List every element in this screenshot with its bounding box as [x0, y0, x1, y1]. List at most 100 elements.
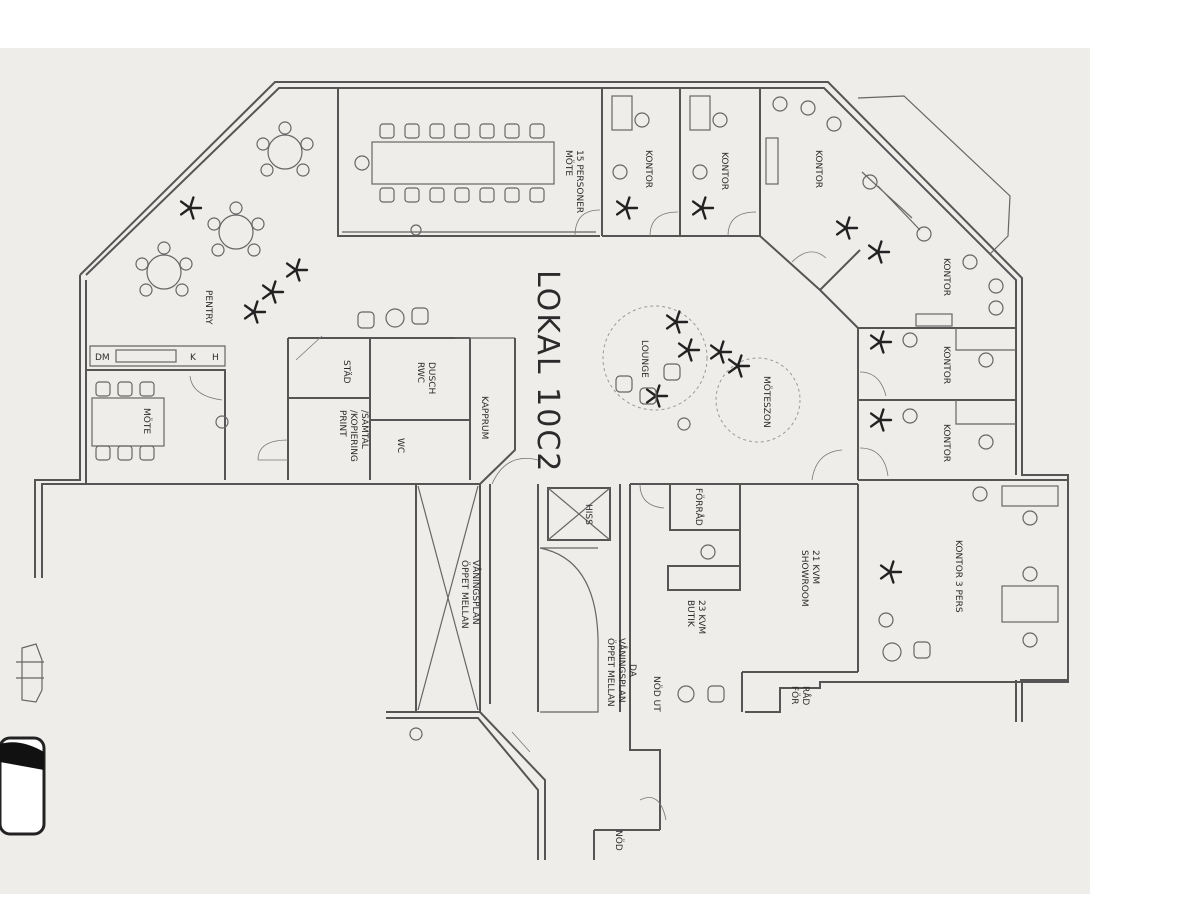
chair: [157, 241, 171, 255]
plan-background: [0, 48, 1090, 894]
chair: [296, 163, 310, 177]
chair: [139, 283, 153, 297]
room-label-oppet-2: ÖPPET MELLAN VÅNINGSPLAN: [605, 638, 628, 709]
room-label-kontor-5: KONTOR: [941, 346, 951, 384]
room-label-forrad-1: FÖRRÅD: [693, 488, 705, 526]
plant-icon: [879, 560, 903, 584]
seat: [615, 375, 633, 393]
round-table: [267, 134, 303, 170]
chair: [429, 123, 445, 139]
room-label-mote-15: MÖTE 15 PERSONER: [563, 150, 584, 213]
chair: [278, 121, 292, 135]
furniture: [91, 95, 1059, 741]
seat: [663, 363, 681, 381]
seat: [411, 307, 429, 325]
chair: [800, 100, 816, 116]
seat: [639, 387, 657, 405]
site-sketch: [0, 643, 46, 836]
chair: [117, 381, 133, 397]
room-label-pentry: PENTRY: [203, 290, 213, 325]
chair: [634, 112, 650, 128]
plant-icon: [261, 280, 285, 304]
chair: [454, 187, 470, 203]
plan-title: LOKAL 10C2: [530, 270, 565, 473]
room-label-moteszon: MÖTESZON: [761, 376, 772, 428]
chair: [700, 544, 716, 560]
plant-icon: [869, 330, 893, 354]
chair: [379, 187, 395, 203]
round-table: [146, 254, 182, 290]
chair: [1022, 632, 1038, 648]
room-label-mote: MÖTE: [141, 408, 152, 434]
room-label-kontor-4: KONTOR: [941, 258, 951, 296]
plant-icon: [615, 196, 639, 220]
chair: [529, 123, 545, 139]
room-label-forrad-2: FÖR RÅD: [789, 686, 812, 707]
chair: [300, 137, 314, 151]
chair: [504, 187, 520, 203]
appliance-label-dm: DM: [95, 353, 110, 363]
chair: [692, 164, 708, 180]
meeting-zone: [715, 357, 801, 443]
room-label-lounge: LOUNGE: [639, 340, 649, 378]
chair: [1022, 510, 1038, 526]
chair: [139, 445, 155, 461]
chair: [135, 257, 149, 271]
chair: [972, 486, 988, 502]
chair: [978, 352, 994, 368]
chair: [139, 381, 155, 397]
chair: [479, 187, 495, 203]
plant-icon: [243, 300, 267, 324]
chair: [175, 283, 189, 297]
room-labels: LOKAL 10C2 MÖTE 15 PERSONER KONTOR KONTO…: [95, 150, 963, 851]
chair: [229, 201, 243, 215]
plant-icon: [691, 196, 715, 220]
chair: [247, 243, 261, 257]
chairs: [95, 96, 1038, 703]
room-label-kapprum: KAPPRUM: [479, 396, 489, 439]
plant-icon: [179, 196, 203, 220]
room-label-nod-ut: NÖD UT: [651, 676, 662, 712]
lounge-zone: [602, 305, 708, 411]
chair: [179, 257, 193, 271]
round-table: [218, 214, 254, 250]
seat: [357, 311, 375, 329]
chair: [95, 445, 111, 461]
room-label-kontor-3: KONTOR: [813, 150, 823, 188]
chair: [988, 278, 1004, 294]
room-label-butik: BUTIK 23 KVM: [685, 600, 706, 634]
chair: [772, 96, 788, 112]
chair: [251, 217, 265, 231]
chair: [529, 187, 545, 203]
chair: [404, 123, 420, 139]
seat: [707, 685, 725, 703]
chair: [117, 445, 133, 461]
chair: [978, 434, 994, 450]
chair: [207, 217, 221, 231]
plant-icon: [835, 216, 859, 240]
chair: [454, 123, 470, 139]
conference-table: [371, 141, 555, 185]
chair: [95, 381, 111, 397]
chair: [612, 164, 628, 180]
chair: [826, 116, 842, 132]
chair: [916, 226, 932, 242]
room-label-nod: NÖD: [613, 830, 624, 851]
room-label-hiss: HISS: [583, 504, 593, 525]
chair: [1022, 566, 1038, 582]
chair: [902, 408, 918, 424]
plant-icon: [285, 258, 309, 282]
room-label-kontor-1: KONTOR: [643, 150, 653, 188]
chair: [429, 187, 445, 203]
room-label-da: DA: [627, 664, 637, 678]
appliance-label-k: K: [190, 353, 197, 363]
chair: [902, 332, 918, 348]
chair: [379, 123, 395, 139]
room-label-wc: WC: [395, 438, 405, 453]
chair: [962, 254, 978, 270]
plant-icon: [727, 354, 751, 378]
appliance-label-h: H: [212, 353, 219, 363]
room-label-kontor-3-pers: KONTOR 3 PERS: [953, 540, 963, 613]
seat: [913, 641, 931, 659]
